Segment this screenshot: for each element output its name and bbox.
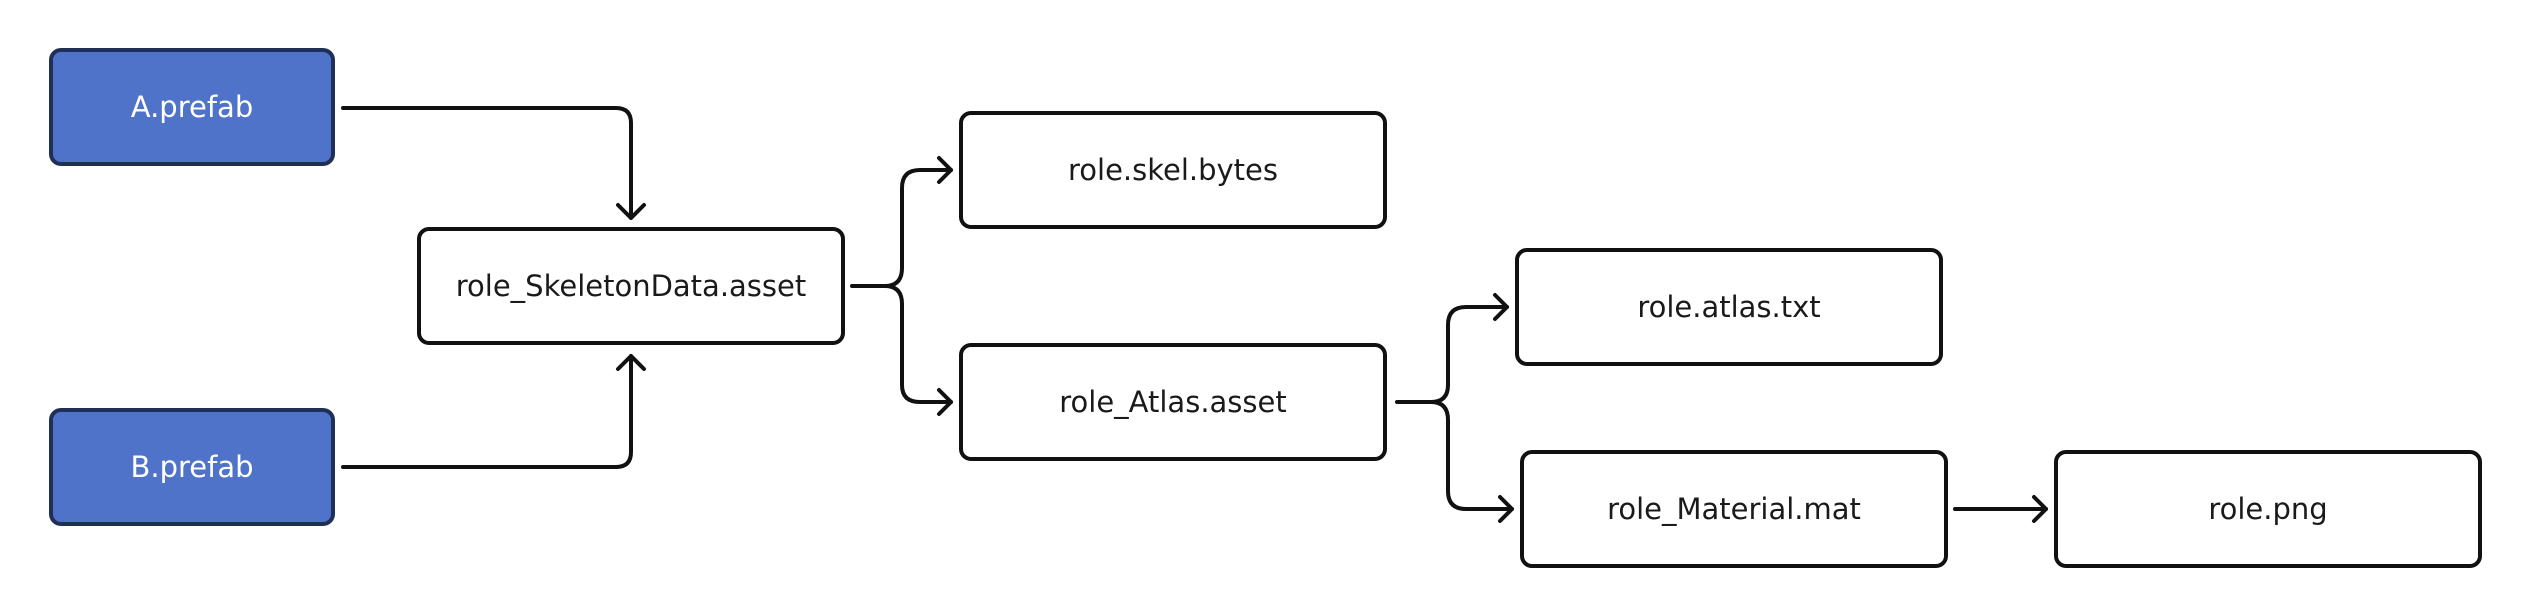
node-b-prefab: B.prefab	[49, 408, 335, 526]
node-material: role_Material.mat	[1520, 450, 1948, 568]
arrowhead-to-png	[2032, 495, 2048, 523]
node-skeleton-data: role_SkeletonData.asset	[417, 227, 845, 345]
arrowhead-a-to-skeleton	[616, 203, 646, 220]
node-a-prefab: A.prefab	[49, 48, 335, 166]
edge-atlas-to-material	[1429, 400, 1514, 511]
arrowhead-to-material	[1498, 495, 1514, 523]
edge-skeleton-data-to-atlas	[883, 284, 953, 404]
edge-skeleton-data-branch	[850, 168, 953, 288]
arrowhead-b-to-skeleton	[616, 354, 646, 371]
arrowhead-to-atlas-txt	[1493, 293, 1509, 321]
edge-b-prefab-to-skeleton-data	[341, 354, 633, 469]
edge-atlas-branch	[1395, 305, 1509, 404]
node-png: role.png	[2054, 450, 2482, 568]
arrowhead-to-skel-bytes	[937, 156, 953, 184]
arrowhead-to-atlas-asset	[937, 388, 953, 416]
node-atlas-asset: role_Atlas.asset	[959, 343, 1387, 461]
node-skel-bytes: role.skel.bytes	[959, 111, 1387, 229]
node-atlas-txt: role.atlas.txt	[1515, 248, 1943, 366]
edge-a-prefab-to-skeleton-data	[341, 106, 633, 220]
